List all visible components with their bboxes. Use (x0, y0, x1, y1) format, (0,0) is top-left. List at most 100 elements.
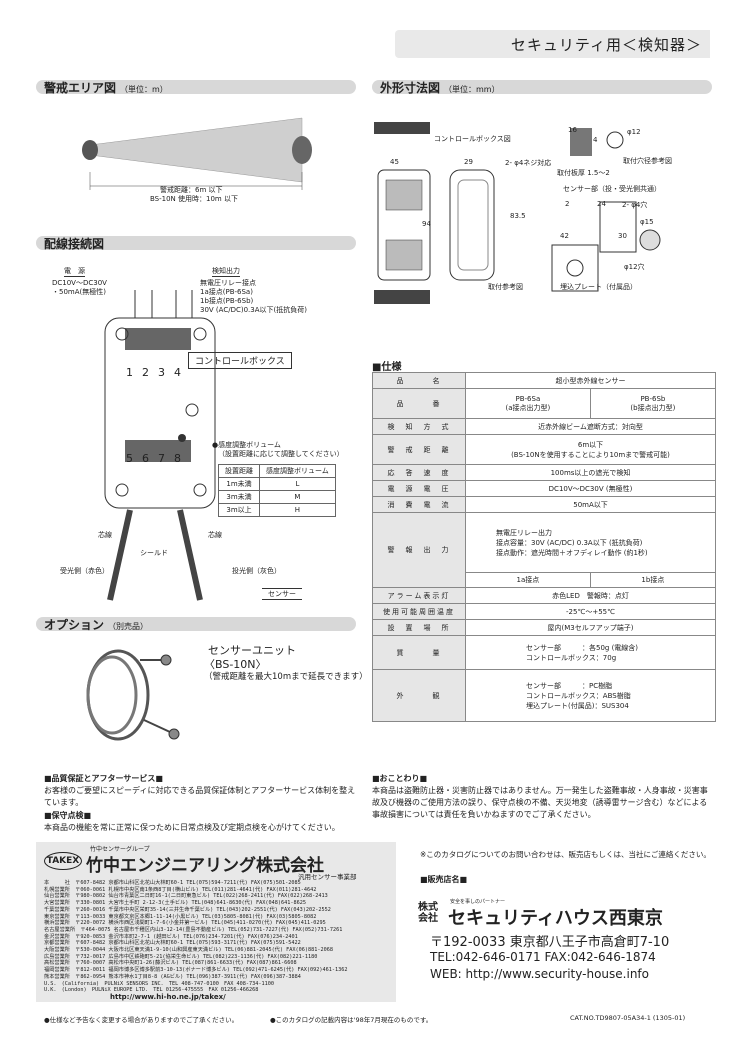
wiring-title: 配線接続図 (44, 237, 105, 251)
sens-h2: 感度調整ボリューム (259, 464, 336, 478)
dimension-drawings (374, 122, 661, 304)
company-dept: 汎用センサー事業部 (298, 873, 357, 881)
spec-val: (BS-10Nを使用することにより10mまで警戒可能) (511, 450, 670, 459)
area-distance-1: 警戒距離：6m 以下 (160, 186, 223, 194)
option-section-header: オプション（別売品） (36, 617, 356, 632)
wiring-section-header: 配線接続図 (36, 236, 356, 251)
sens-cell: 3m未満 (218, 490, 260, 504)
spec-val: -25℃～+55℃ (465, 603, 716, 620)
terminal-2: 2 (142, 366, 149, 379)
option-sub: （別売品） (108, 622, 149, 631)
dim-29: 29 (464, 158, 473, 166)
power-current: ・50mA(無極性) (52, 288, 106, 296)
company-url: http://www.hi-ho.ne.jp/takex/ (110, 993, 226, 1001)
spec-val: 接点容量：30V (AC/DC) 0.3A以下 (抵抗負荷) (496, 538, 643, 547)
spec-val: センサー部 ：各50g (電線含) (526, 643, 639, 652)
area-title: 警戒エリア図 (44, 81, 117, 95)
spec-val: DC10V～DC30V (無極性) (465, 480, 716, 497)
sens-cell: M (259, 490, 336, 504)
terminal-1: 1 (126, 366, 133, 379)
area-unit: （単位：m） (120, 85, 168, 94)
dim-30: 30 (618, 232, 627, 240)
output-4: 30V (AC/DC)0.3A以下(抵抗負荷) (200, 306, 307, 314)
dealer-label: ■販売店名■ (420, 875, 468, 884)
option-title: オプション (44, 618, 105, 632)
spec-val: 赤色LED 警報時：点灯 (465, 587, 716, 604)
terminal-3: 3 (158, 366, 165, 379)
option-model: 〈BS-10N〉 (204, 658, 267, 671)
output-3: 1b接点(PB-6Sb) (200, 297, 254, 305)
volume-label: ●感度調整ボリューム (212, 441, 281, 449)
dim-42: 42 (560, 232, 569, 240)
model-a-sub: (a接点出力型) (505, 403, 551, 412)
spec-val: 6m以下 (577, 440, 604, 449)
core-label-1: 芯線 (98, 531, 112, 539)
control-box-label: コントロールボックス図 (434, 135, 511, 143)
spec-val: 100ms以上の遮光で検知 (465, 464, 716, 481)
maintenance-text: 本商品の機能を常に正常に保つために日常点検及び定期点検を心がけてください。 (44, 823, 340, 832)
spec-val: 50mA以下 (465, 496, 716, 513)
shield-label: シールド (140, 549, 168, 557)
spec-title: ■仕様 (372, 362, 402, 373)
dealer-web: WEB: http://www.security-house.info (430, 967, 649, 981)
dim-hole: 2- φ4ネジ対応 (505, 159, 552, 167)
spec-key: 使用可能周囲温度 (372, 603, 466, 620)
dim-phi12: φ12 (627, 128, 641, 136)
area-diagram (82, 117, 312, 190)
core-label-2: 芯線 (208, 531, 222, 539)
maintenance-heading: ■保守点検■ (44, 811, 92, 820)
terminal-5: 5 (126, 452, 133, 465)
spec-val: 接点動作：遮光時間＋オフディレイ動作 (約1秒) (496, 548, 648, 557)
spec-key: 質 量 (372, 635, 466, 670)
spec-key: 外 観 (372, 669, 466, 722)
dims-section-header: 外形寸法図（単位：mm） (372, 80, 712, 95)
option-name: センサーユニット (208, 644, 296, 657)
spec-val: 近赤外線ビーム遮断方式：対向型 (465, 418, 716, 435)
terminal-4: 4 (174, 366, 181, 379)
sensor-tag: センサー (262, 588, 302, 600)
dealer-name: セキュリティハウス西東京 (448, 908, 663, 929)
volume-note: （設置距離に応じて調整してください） (218, 450, 344, 458)
dim-4: 4 (593, 136, 598, 144)
sens-cell: 1m未満 (218, 477, 260, 491)
takex-logo: TAKEX (44, 852, 82, 870)
sens-cell: 3m以上 (218, 503, 260, 517)
spec-val: コントロールボックス：ABS樹脂 (526, 691, 631, 700)
terminal-6: 6 (142, 452, 149, 465)
spec-key: 警 報 出 力 (372, 512, 466, 588)
wiring-box-label: コントロールボックス (188, 352, 292, 369)
spec-table: 品 名超小型赤外線センサー 品 番 PB-6Sa(a接点出力型) PB-6Sb(… (372, 372, 717, 722)
group-name: 竹中センサーグループ (90, 846, 150, 853)
spec-key: 電 源 電 圧 (372, 480, 466, 497)
spec-key: 応 答 速 度 (372, 464, 466, 481)
rx-label: 受光側（赤色） (60, 567, 109, 575)
office-list: 本 社 〒607-8482 京都市山科区北花山大林町60-1 TEL(075)5… (44, 880, 348, 994)
dim-24: 24 (597, 200, 606, 208)
output-heading: 検知出力 (212, 267, 240, 277)
dealer-tagline: 安全を事しのパートナー (450, 899, 506, 905)
output-2: 1a接点(PB-6Sa) (200, 288, 253, 296)
plate-thick: 取付板厚 1.5～2 (557, 169, 610, 177)
header-tab: セキュリティ用＜検知器＞ (395, 30, 710, 58)
footer-mid: ●このカタログの記載内容は'98年7月現在のものです。 (270, 1016, 433, 1024)
spec-key: 設 置 場 所 (372, 619, 466, 636)
mount-hole: 取付穴径参考図 (623, 157, 672, 165)
dim-94: 94 (422, 220, 431, 228)
dealer-kabu: 株式 会社 (418, 902, 438, 924)
model-b: PB-6Sb (640, 394, 666, 403)
terminal-8: 8 (174, 452, 181, 465)
dim-83-5: 83.5 (510, 212, 526, 220)
spec-key: アラーム表示灯 (372, 587, 466, 604)
dim-holes: 2- φ4穴 (622, 201, 648, 209)
notice-heading: ■おことわり■ (372, 774, 428, 783)
dims-unit: （単位：mm） (444, 85, 500, 94)
dim-phi15: φ15 (640, 218, 654, 226)
tx-label: 投光側（灰色） (232, 567, 281, 575)
dealer-address: 〒192-0033 東京都八王子市高倉町7-10 (430, 935, 670, 950)
spec-key: 警 戒 距 離 (372, 434, 466, 465)
area-distance-2: BS-10N 使用時：10m 以下 (150, 195, 238, 203)
spec-key: 品 番 (372, 388, 466, 419)
spec-key: 消 費 電 流 (372, 496, 466, 513)
output-1: 無電圧リレー接点 (200, 279, 256, 287)
